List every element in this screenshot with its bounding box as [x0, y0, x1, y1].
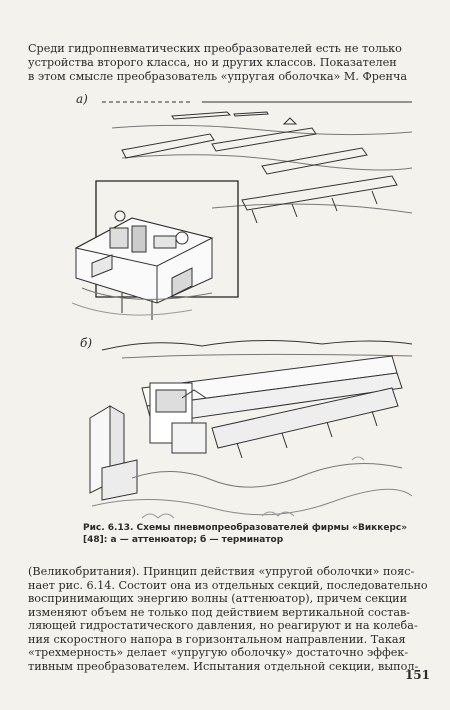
bottom-paragraph: (Великобритания). Принцип действия «упру…: [28, 565, 428, 673]
text-line: (Великобритания). Принцип действия «упру…: [28, 565, 415, 578]
text-line: нает рис. 6.14. Состоит она из отдельных…: [28, 578, 428, 592]
top-paragraph: Среди гидропневматических преобразовател…: [28, 42, 423, 84]
text-line: ния скоростного напора в горизонтальном …: [28, 632, 406, 646]
text-line: изменяют объем не только под действием в…: [28, 605, 411, 619]
figure-label-b: б): [80, 336, 93, 350]
text-line: «трехмерность» делает «упругую оболочку»…: [28, 646, 409, 659]
figure-caption: Рис. 6.13. Схемы пневмопреобразователей …: [83, 522, 408, 546]
text-line: ляющей гидростатического давления, но ре…: [28, 619, 418, 632]
text-line: тивным преобразователем. Испытания отдел…: [28, 659, 419, 673]
caption-line: [48]: а — аттенюатор; б — терминатор: [83, 535, 284, 545]
figure-illustration: [62, 88, 422, 528]
page-number: 151: [404, 668, 430, 682]
text-line: Среди гидропневматических преобразовател…: [28, 42, 402, 55]
text-line: устройства второго класса, но и других к…: [28, 56, 397, 69]
text-line: в этом смысле преобразователь «упругая о…: [28, 70, 408, 83]
caption-line: Рис. 6.13. Схемы пневмопреобразователей …: [83, 523, 408, 533]
figure-label-a: а): [76, 92, 88, 106]
figure-6-13: а) б): [62, 88, 422, 528]
text-line: воспринимающих энергию волны (аттенюатор…: [28, 592, 408, 605]
